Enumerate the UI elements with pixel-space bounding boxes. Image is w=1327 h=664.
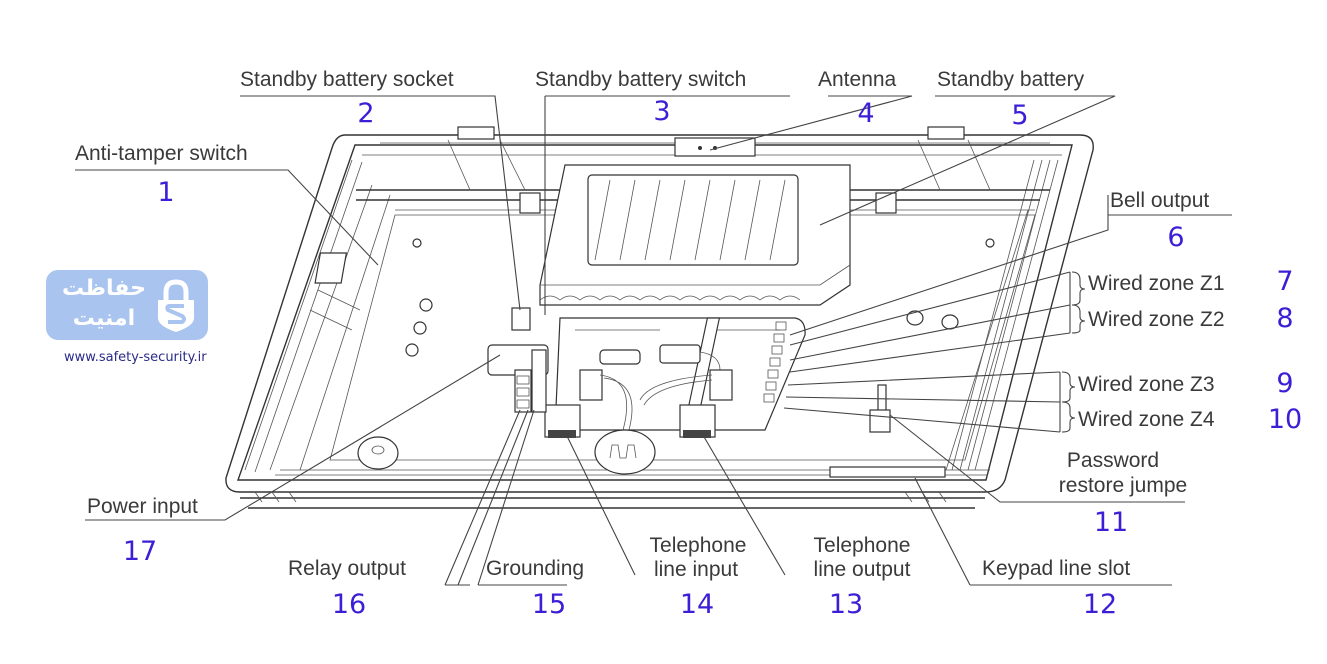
housing-outer	[225, 134, 1094, 493]
leader-lines	[75, 95, 1232, 586]
number-9: 9	[1276, 368, 1293, 399]
label-standby-battery: Standby battery	[937, 68, 1085, 91]
label-telephone-input-line2: line input	[654, 558, 738, 581]
watermark-url: www.safety-security.ir	[64, 350, 207, 365]
top-clip-right	[927, 126, 965, 140]
label-antenna: Antenna	[818, 68, 897, 91]
battery-cell-pack	[587, 174, 799, 266]
telephone-jack-output	[679, 404, 716, 438]
label-telephone-output-line1: Telephone	[814, 534, 911, 557]
top-clip-left	[457, 126, 495, 140]
label-wired-zone-z1: Wired zone Z1	[1088, 272, 1225, 295]
keypad-slot-part	[829, 466, 946, 478]
labels: Anti-tamper switch 1 Standby battery soc…	[75, 68, 1302, 620]
buzzer	[594, 429, 656, 475]
housing-inner	[237, 144, 1073, 481]
label-relay-output: Relay output	[288, 557, 406, 580]
main-module	[554, 317, 806, 431]
number-10: 10	[1268, 404, 1302, 435]
label-wired-zone-z2: Wired zone Z2	[1088, 308, 1225, 331]
number-16: 16	[332, 589, 366, 620]
zone-braces	[1061, 271, 1086, 433]
number-14: 14	[680, 589, 714, 620]
label-telephone-output-line2: line output	[814, 558, 911, 581]
watermark-brand-text: حفاظت امنیت	[56, 274, 152, 334]
label-wired-zone-z4: Wired zone Z4	[1078, 408, 1215, 431]
shield-lock-icon	[158, 279, 194, 332]
number-12: 12	[1083, 589, 1117, 620]
label-bell-output: Bell output	[1110, 189, 1209, 212]
label-keypad-line-slot: Keypad line slot	[982, 557, 1130, 580]
label-telephone-input-line1: Telephone	[650, 534, 747, 557]
label-power-input: Power input	[87, 495, 198, 518]
number-15: 15	[532, 589, 566, 620]
watermark-brand-line2: امنیت	[72, 306, 136, 331]
label-standby-battery-socket: Standby battery socket	[240, 68, 454, 91]
tamper-switch-part	[314, 252, 348, 284]
number-3: 3	[653, 96, 670, 127]
number-6: 6	[1167, 222, 1184, 253]
enclosure-drawing	[225, 126, 1094, 509]
number-7: 7	[1276, 266, 1293, 297]
number-13: 13	[829, 589, 863, 620]
number-4: 4	[857, 98, 874, 129]
watermark-logo: حفاظت امنیت	[46, 270, 208, 340]
number-1: 1	[157, 177, 174, 208]
number-11: 11	[1094, 507, 1128, 538]
number-5: 5	[1011, 100, 1028, 131]
telephone-jack-input	[544, 404, 581, 438]
label-password-line2: restore jumpe	[1059, 474, 1187, 497]
label-standby-battery-switch: Standby battery switch	[535, 68, 746, 91]
watermark-brand-line1: حفاظت	[62, 276, 146, 301]
label-password-line1: Password	[1067, 449, 1159, 472]
label-anti-tamper-switch: Anti-tamper switch	[75, 142, 248, 165]
label-wired-zone-z3: Wired zone Z3	[1078, 373, 1215, 396]
label-grounding: Grounding	[486, 557, 584, 580]
number-2: 2	[357, 98, 374, 129]
number-8: 8	[1276, 303, 1293, 334]
number-17: 17	[123, 536, 157, 567]
